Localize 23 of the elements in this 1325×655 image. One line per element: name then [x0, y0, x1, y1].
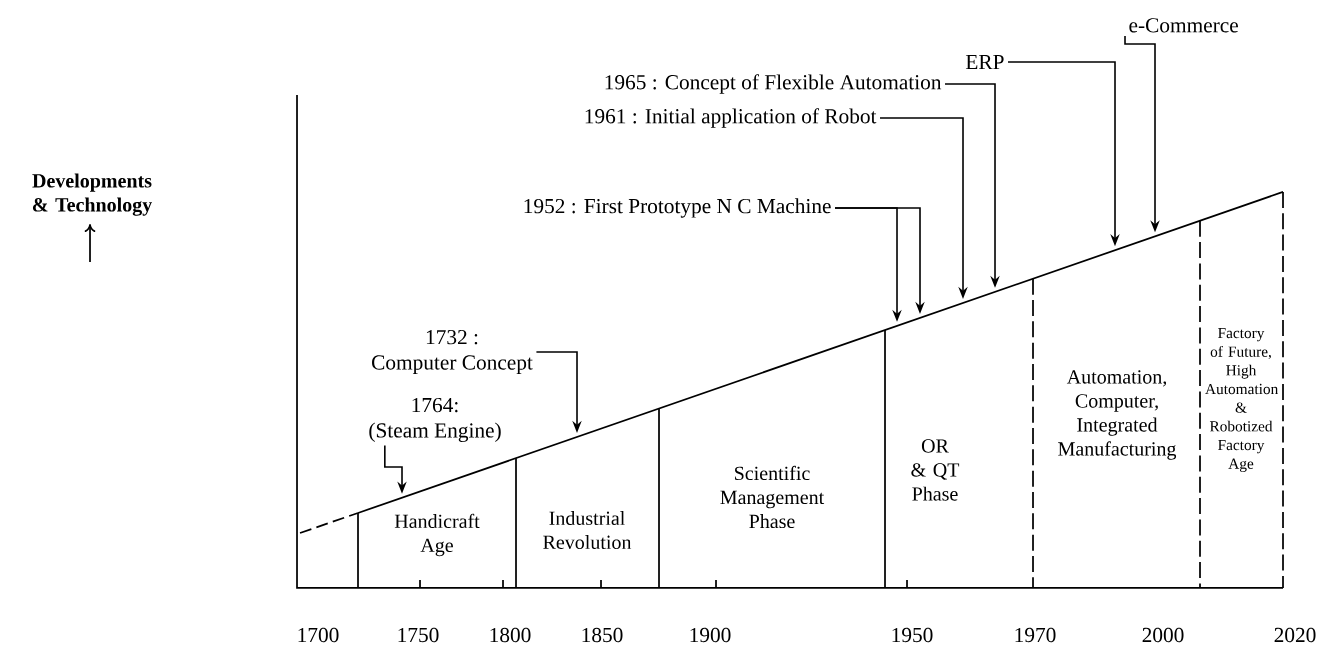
phase-label: Industrial Revolution: [543, 510, 632, 549]
callout-text: 1965 : Concept of Flexible Automation: [605, 74, 942, 94]
tick-label: 1950: [892, 627, 933, 643]
tick-label: 1970: [1015, 627, 1056, 643]
phase-label: OR & QT Phase: [911, 439, 960, 501]
callout-text: 1732 : Computer Concept: [372, 330, 533, 374]
tick-label: 1800: [490, 627, 531, 643]
tick-label: 1750: [398, 627, 439, 643]
phase-label: Scientific Management Phase: [720, 465, 825, 529]
label-text: Developments & Technology: [32, 173, 152, 216]
phase-label: Factory of Future, High Automation & Robotized Factory Age: [1205, 328, 1278, 472]
tick-label: 1850: [582, 627, 623, 643]
callout-text: 1961 : Initial application of Robot: [585, 108, 877, 128]
tick-label: 2020: [1274, 627, 1316, 643]
callout-text: ERP: [965, 55, 1004, 69]
callout-text: 1952 : First Prototype N C Machine: [524, 198, 831, 218]
callout-text: 1764: (Steam Engine): [369, 397, 501, 442]
tick-label: 1900: [690, 627, 731, 643]
tick-label: 2000: [1142, 627, 1184, 643]
phase-label: Automation, Computer, Integrated Manufacturing: [1058, 370, 1177, 460]
tick-label: 1700: [298, 627, 339, 643]
callout-text: e-Commerce: [1129, 18, 1238, 33]
phase-label: Handicraft Age: [394, 513, 480, 557]
